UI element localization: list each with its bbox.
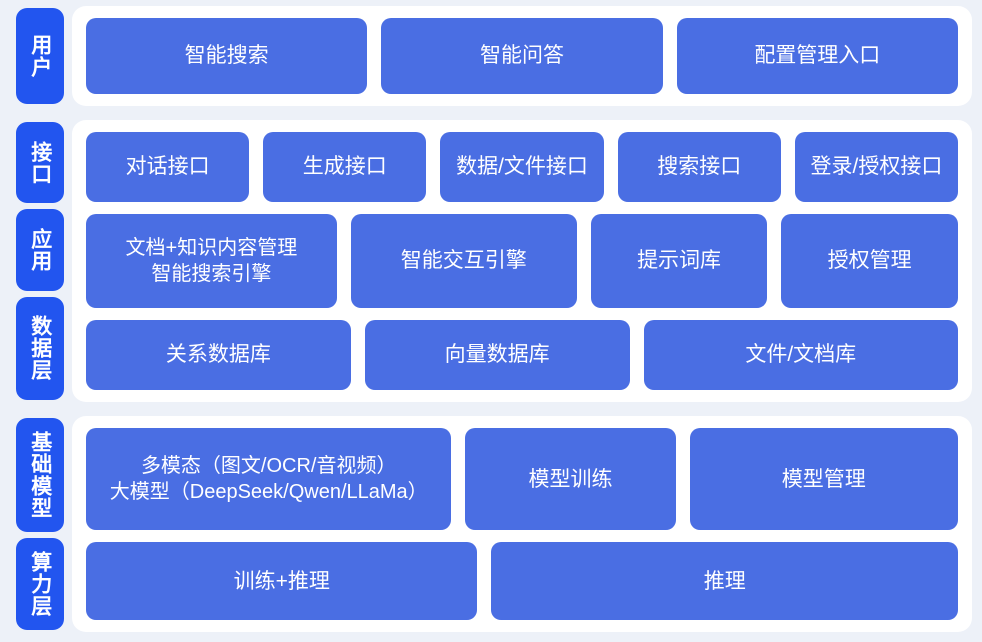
- row-interface: 对话接口 生成接口 数据/文件接口 搜索接口 登录/授权接口: [86, 132, 959, 202]
- row-user-entries: 智能搜索 智能问答 配置管理入口: [86, 18, 958, 94]
- row-compute: 训练+推理 推理: [86, 542, 958, 621]
- node-inference[interactable]: 推理: [491, 542, 958, 621]
- node-search-api[interactable]: 搜索接口: [617, 132, 781, 202]
- section-core: 接口 应用 数据层 对话接口 生成接口 数据/文件接口 搜索接口 登录/授权接口…: [10, 120, 972, 402]
- node-intelligent-search[interactable]: 智能搜索: [86, 18, 368, 94]
- section-tab-interface[interactable]: 接口: [16, 122, 64, 204]
- row-data-layer: 关系数据库 向量数据库 文件/文档库: [86, 320, 958, 390]
- node-authorization-management[interactable]: 授权管理: [781, 213, 958, 309]
- section-user: 用户 智能搜索 智能问答 配置管理入口: [10, 6, 972, 106]
- node-dialog-api[interactable]: 对话接口: [86, 132, 250, 202]
- panel-user: 智能搜索 智能问答 配置管理入口: [72, 6, 972, 106]
- node-doc-knowledge-management[interactable]: 文档+知识内容管理 智能搜索引擎: [86, 213, 337, 309]
- node-relational-database[interactable]: 关系数据库: [86, 320, 351, 390]
- node-login-auth-api[interactable]: 登录/授权接口: [794, 132, 959, 202]
- section-tab-data-layer[interactable]: 数据层: [16, 296, 64, 400]
- section-tab-compute-layer[interactable]: 算力层: [16, 538, 64, 630]
- rail-core: 接口 应用 数据层: [10, 120, 70, 402]
- node-model-management[interactable]: 模型管理: [689, 428, 958, 531]
- node-model-training[interactable]: 模型训练: [465, 428, 676, 531]
- section-tab-foundation-model[interactable]: 基础模型: [16, 418, 64, 532]
- panel-foundation: 多模态（图文/OCR/音视频） 大模型（DeepSeek/Qwen/LLaMa）…: [72, 416, 972, 632]
- row-model: 多模态（图文/OCR/音视频） 大模型（DeepSeek/Qwen/LLaMa）…: [86, 428, 958, 531]
- node-prompt-library[interactable]: 提示词库: [590, 213, 768, 309]
- node-training-inference[interactable]: 训练+推理: [86, 542, 478, 621]
- node-generation-api[interactable]: 生成接口: [263, 132, 427, 202]
- node-config-management-entry[interactable]: 配置管理入口: [676, 18, 958, 94]
- node-multimodal-large-model[interactable]: 多模态（图文/OCR/音视频） 大模型（DeepSeek/Qwen/LLaMa）: [86, 428, 452, 531]
- node-data-file-api[interactable]: 数据/文件接口: [440, 132, 604, 202]
- row-application: 文档+知识内容管理 智能搜索引擎 智能交互引擎 提示词库 授权管理: [86, 213, 958, 309]
- node-interaction-engine[interactable]: 智能交互引擎: [350, 213, 577, 309]
- node-file-document-store[interactable]: 文件/文档库: [643, 320, 958, 390]
- section-foundation: 基础模型 算力层 多模态（图文/OCR/音视频） 大模型（DeepSeek/Qw…: [10, 416, 972, 632]
- section-tab-user[interactable]: 用户: [16, 8, 64, 104]
- node-intelligent-qa[interactable]: 智能问答: [381, 18, 663, 94]
- panel-core: 对话接口 生成接口 数据/文件接口 搜索接口 登录/授权接口 文档+知识内容管理…: [72, 120, 972, 402]
- node-vector-database[interactable]: 向量数据库: [364, 320, 630, 390]
- section-tab-application[interactable]: 应用: [16, 209, 64, 291]
- rail-foundation: 基础模型 算力层: [10, 416, 70, 632]
- rail-user: 用户: [10, 6, 70, 106]
